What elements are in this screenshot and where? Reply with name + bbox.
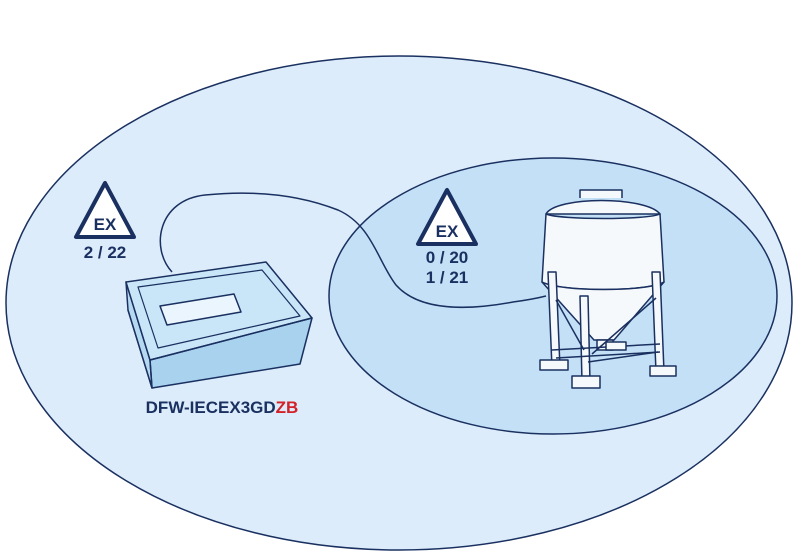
weighing-indicator-icon [125, 261, 313, 389]
inner-zone-label-line2: 1 / 21 [426, 268, 469, 287]
outer-ex-mark: EX [94, 215, 117, 234]
device-model-suffix: ZB [276, 398, 299, 417]
inner-ex-warning-triangle-icon [416, 188, 478, 246]
outer-ex-warning-triangle-icon [74, 181, 136, 239]
inner-ex-mark: EX [436, 222, 459, 241]
connecting-cable [159, 192, 547, 308]
silo-tank-icon [539, 189, 677, 389]
inner-zone-label-line1: 0 / 20 [426, 248, 469, 267]
device-model-label: DFW-IECEX3GDZB [146, 398, 299, 417]
outer-zone-label: 2 / 22 [84, 243, 127, 262]
device-model-prefix: DFW-IECEX3GD [146, 398, 276, 417]
